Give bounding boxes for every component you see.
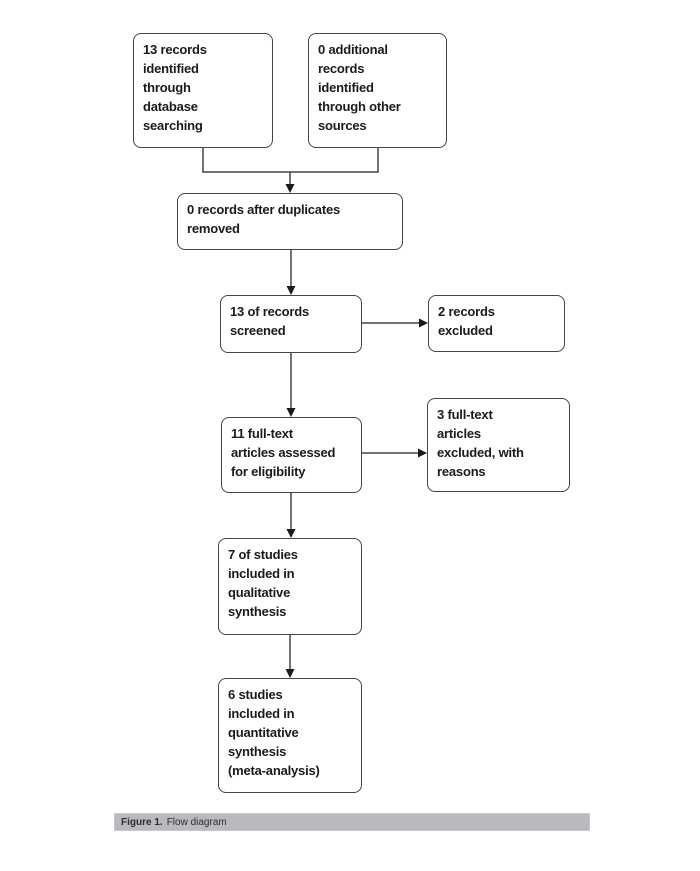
figure-caption-text: Flow diagram [166,816,227,828]
node-qualitative-synthesis: 7 of studies included in qualitative syn… [218,538,362,635]
arrowhead-right-icon [419,318,428,328]
arrowhead-down-icon [285,669,295,678]
node-records-identified-database: 13 records identified through database s… [133,33,273,148]
arrowhead-down-icon [286,286,296,295]
node-fulltext-assessed: 11 full-text articles assessed for eligi… [221,417,362,493]
node-quantitative-synthesis: 6 studies included in quantitative synth… [218,678,362,793]
figure-caption-label: Figure 1. [121,816,163,828]
arrowhead-down-icon [286,408,296,417]
node-records-excluded: 2 records excluded [428,295,565,352]
node-records-after-duplicates: 0 records after duplicates removed [177,193,403,250]
figure-caption-bar: Figure 1. Flow diagram [114,813,590,831]
arrowhead-down-icon [286,529,296,538]
node-records-screened: 13 of records screened [220,295,362,353]
arrowhead-down-icon [285,184,295,193]
node-fulltext-excluded: 3 full-text articles excluded, with reas… [427,398,570,492]
node-additional-records-other: 0 additional records identified through … [308,33,447,148]
arrowhead-right-icon [418,448,427,458]
